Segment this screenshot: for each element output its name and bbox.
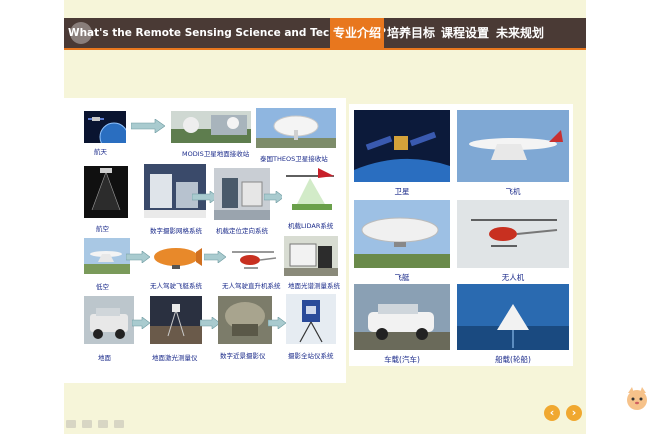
menu-icon[interactable] bbox=[114, 420, 124, 428]
tab-future-plans[interactable]: 未来规划 bbox=[495, 26, 544, 40]
page-title: What's the Remote Sensing Science and Te… bbox=[68, 27, 387, 39]
pen-icon[interactable] bbox=[82, 420, 92, 428]
cat-mascot-icon bbox=[624, 385, 650, 411]
airborne-lidar-image bbox=[282, 162, 338, 214]
photo-total-station-image bbox=[286, 294, 336, 344]
space-earth-image bbox=[84, 111, 126, 143]
airship-image bbox=[354, 200, 450, 268]
ground-laser-scanner-image bbox=[150, 296, 202, 344]
label-aerial: 航空 bbox=[96, 225, 109, 233]
chevron-right-icon: › bbox=[571, 406, 577, 419]
tab-courses[interactable]: 课程设置 bbox=[440, 26, 489, 40]
arrow-right-icon bbox=[132, 317, 150, 329]
label-modis-station: MODIS卫星地面接收站 bbox=[182, 150, 250, 158]
arrow-right-icon bbox=[204, 251, 226, 263]
chevron-left-icon: ‹ bbox=[549, 406, 555, 419]
drone-image bbox=[457, 200, 569, 268]
airplane-image bbox=[457, 110, 569, 182]
sensor-platform-diagram: 航天 MODIS卫星地面接收站 泰国THEOS卫星接收站 航空 数字摄影网格系统… bbox=[64, 98, 346, 383]
label-airborne-pos: 机载定位定向系统 bbox=[216, 227, 268, 235]
label-satellite: 卫星 bbox=[394, 187, 410, 196]
label-ground: 地面 bbox=[98, 354, 111, 362]
label-airship: 飞艇 bbox=[394, 273, 410, 282]
header-circle-decoration bbox=[70, 22, 92, 44]
close-range-camera-image bbox=[218, 296, 272, 344]
arrow-right-icon bbox=[126, 251, 150, 263]
arrow-right-icon bbox=[264, 191, 284, 203]
label-digital-camera-system: 数字摄影网格系统 bbox=[150, 227, 202, 235]
vehicle-mounted-image bbox=[354, 284, 450, 350]
label-theos-station: 泰国THEOS卫星接收站 bbox=[260, 155, 328, 163]
label-photo-total-station: 摄影全站仪系统 bbox=[288, 352, 334, 360]
label-space: 航天 bbox=[94, 148, 107, 156]
slides-icon[interactable] bbox=[98, 420, 108, 428]
next-slide-button[interactable]: › bbox=[566, 405, 582, 421]
label-drone: 无人机 bbox=[501, 273, 525, 282]
label-ground-laser: 地面激光测量仪 bbox=[152, 354, 198, 362]
label-airborne-lidar: 机载LIDAR系统 bbox=[288, 222, 334, 230]
theos-station-image bbox=[256, 108, 336, 148]
unmanned-airship-image bbox=[150, 244, 204, 274]
modis-station-image bbox=[171, 111, 251, 143]
digital-camera-system-image bbox=[144, 164, 206, 218]
low-altitude-plane-image bbox=[84, 238, 130, 274]
header-bar: What's the Remote Sensing Science and Te… bbox=[64, 18, 586, 48]
label-ship-mounted: 船载(轮船) bbox=[495, 355, 531, 364]
label-low-altitude: 低空 bbox=[96, 283, 109, 291]
label-vehicle-mounted: 车载(汽车) bbox=[384, 355, 420, 364]
unmanned-helicopter-image bbox=[226, 244, 280, 274]
ship-mounted-image bbox=[457, 284, 569, 350]
label-unmanned-helicopter: 无人驾驶直升机系统 bbox=[222, 282, 281, 290]
previous-slide-button[interactable]: ‹ bbox=[544, 405, 560, 421]
arrow-right-icon bbox=[131, 119, 165, 133]
platform-grid: 卫星 飞机 飞艇 无人机 车载(汽车) 船载(轮船) bbox=[349, 104, 573, 366]
ground-spectrometer-image bbox=[284, 236, 338, 276]
header-accent-line bbox=[64, 48, 586, 50]
airborne-pos-image bbox=[214, 168, 270, 220]
label-close-range-camera: 数字近景摄影仪 bbox=[220, 352, 266, 360]
arrow-right-icon bbox=[268, 317, 286, 329]
slide: What's the Remote Sensing Science and Te… bbox=[64, 0, 586, 434]
label-unmanned-airship: 无人驾驶飞艇系统 bbox=[150, 282, 202, 290]
label-ground-spectrometer: 地面光谱测量系统 bbox=[288, 282, 340, 290]
pointer-icon[interactable] bbox=[66, 420, 76, 428]
satellite-image bbox=[354, 110, 450, 182]
label-airplane: 飞机 bbox=[505, 187, 521, 196]
arrow-right-icon bbox=[200, 317, 220, 329]
aerial-survey-image bbox=[84, 166, 128, 218]
ground-vehicle-image bbox=[84, 296, 134, 344]
tab-major-intro[interactable]: 专业介绍 bbox=[330, 18, 384, 48]
tab-training-goals[interactable]: 培养目标 bbox=[386, 26, 435, 40]
